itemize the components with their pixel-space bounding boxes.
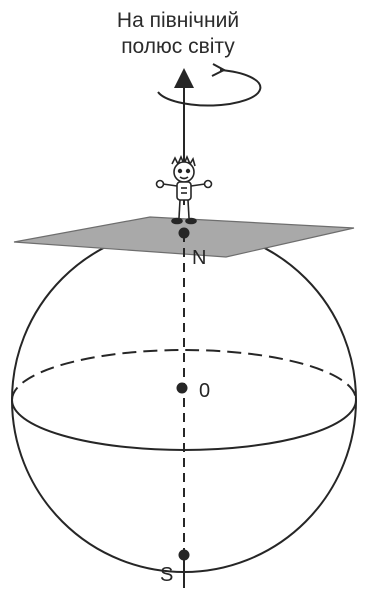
observer-figure (157, 157, 212, 224)
south-label: S (160, 564, 173, 586)
south-point (179, 550, 190, 561)
equator-front (12, 400, 356, 450)
rotation-arrow-icon (212, 64, 224, 76)
north-label: N (192, 247, 206, 269)
center-label: 0 (199, 380, 210, 402)
rotation-arc (158, 70, 260, 106)
center-point (177, 383, 188, 394)
north-point (179, 228, 190, 239)
